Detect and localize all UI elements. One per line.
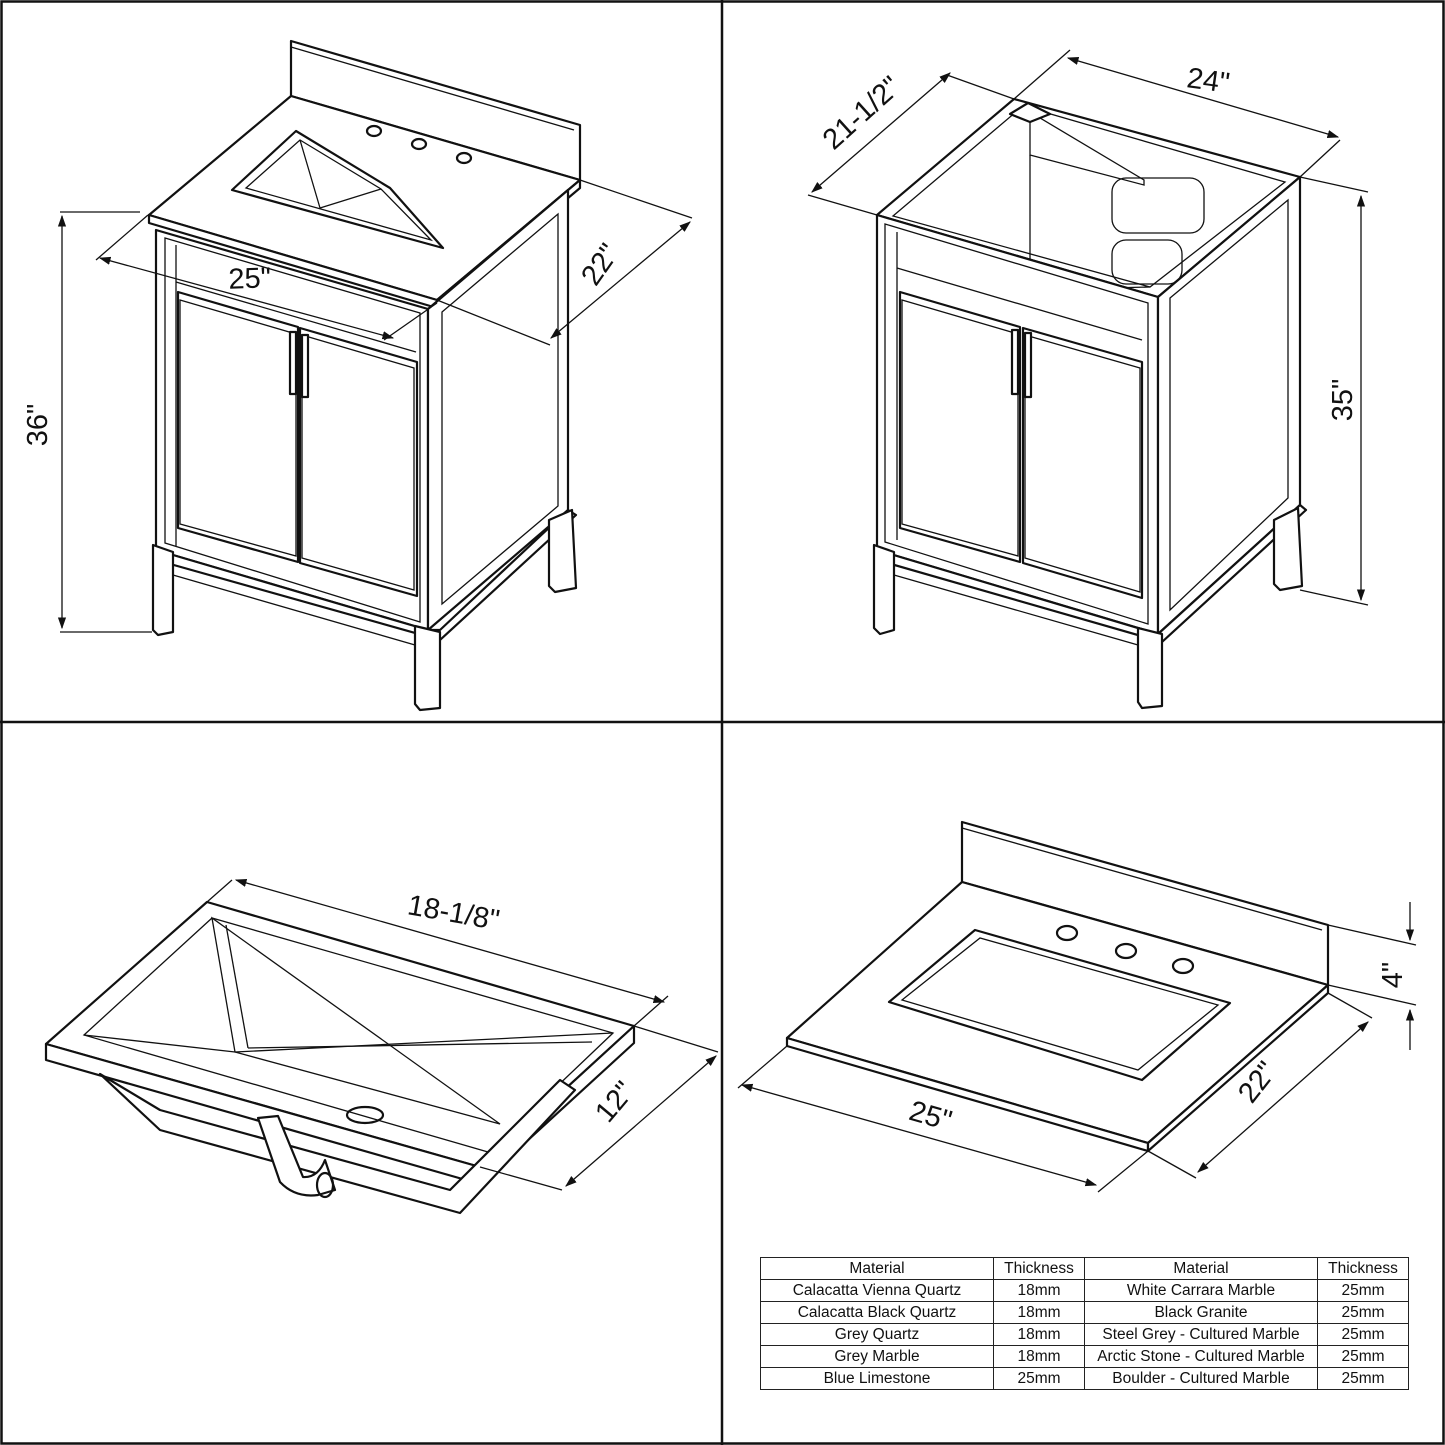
thickness-cell: 25mm [1317,1367,1409,1390]
material-cell: Black Granite [1084,1301,1318,1324]
vanity-base-width-label: 24" [1185,62,1232,100]
vanity-base-drawing [807,49,1369,710]
column-header: Thickness [993,1257,1085,1280]
vanity-with-top-depth-label: 22" [575,238,626,291]
material-cell: Arctic Stone - Cultured Marble [1084,1345,1318,1368]
countertop-backsplash-height-label: 4" [1377,962,1409,988]
thickness-cell: 18mm [993,1345,1085,1368]
material-cell: Grey Marble [760,1345,994,1368]
thickness-cell: 18mm [993,1323,1085,1346]
column-header: Material [760,1257,994,1280]
table-row: Calacatta Black Quartz 18mm Black Granit… [760,1301,1409,1324]
countertop-width-label: 25" [906,1095,956,1137]
table-row: Blue Limestone 25mm Boulder - Cultured M… [760,1367,1409,1390]
vanity-base-depth-label: 21-1/2" [817,70,907,156]
sink-width-label: 18-1/8" [405,889,502,937]
material-cell: Boulder - Cultured Marble [1084,1367,1318,1390]
material-cell: Blue Limestone [760,1367,994,1390]
vanity-with-top-drawing [57,39,693,712]
thickness-cell: 18mm [993,1279,1085,1302]
material-thickness-table: Material Thickness Material Thickness Ca… [760,1257,1409,1390]
thickness-cell: 25mm [993,1367,1085,1390]
material-cell: White Carrara Marble [1084,1279,1318,1302]
material-cell: Steel Grey - Cultured Marble [1084,1323,1318,1346]
thickness-cell: 25mm [1317,1301,1409,1324]
material-cell: Grey Quartz [760,1323,994,1346]
sink-depth-label: 12" [589,1076,641,1129]
sink-drawing [44,878,719,1215]
column-header: Thickness [1317,1257,1409,1280]
countertop-drawing [737,820,1417,1193]
table-row: Grey Quartz 18mm Steel Grey - Cultured M… [760,1323,1409,1346]
vanity-base-height-label: 35" [1327,379,1359,422]
table-header-row: Material Thickness Material Thickness [760,1257,1409,1280]
material-cell: Calacatta Vienna Quartz [760,1279,994,1302]
thickness-cell: 25mm [1317,1345,1409,1368]
thickness-cell: 25mm [1317,1323,1409,1346]
vanity-with-top-width-label: 25" [228,262,272,295]
thickness-cell: 18mm [993,1301,1085,1324]
table-row: Calacatta Vienna Quartz 18mm White Carra… [760,1279,1409,1302]
material-cell: Calacatta Black Quartz [760,1301,994,1324]
thickness-cell: 25mm [1317,1279,1409,1302]
vanity-with-top-height-label: 36" [22,404,54,447]
column-header: Material [1084,1257,1318,1280]
table-row: Grey Marble 18mm Arctic Stone - Cultured… [760,1345,1409,1368]
